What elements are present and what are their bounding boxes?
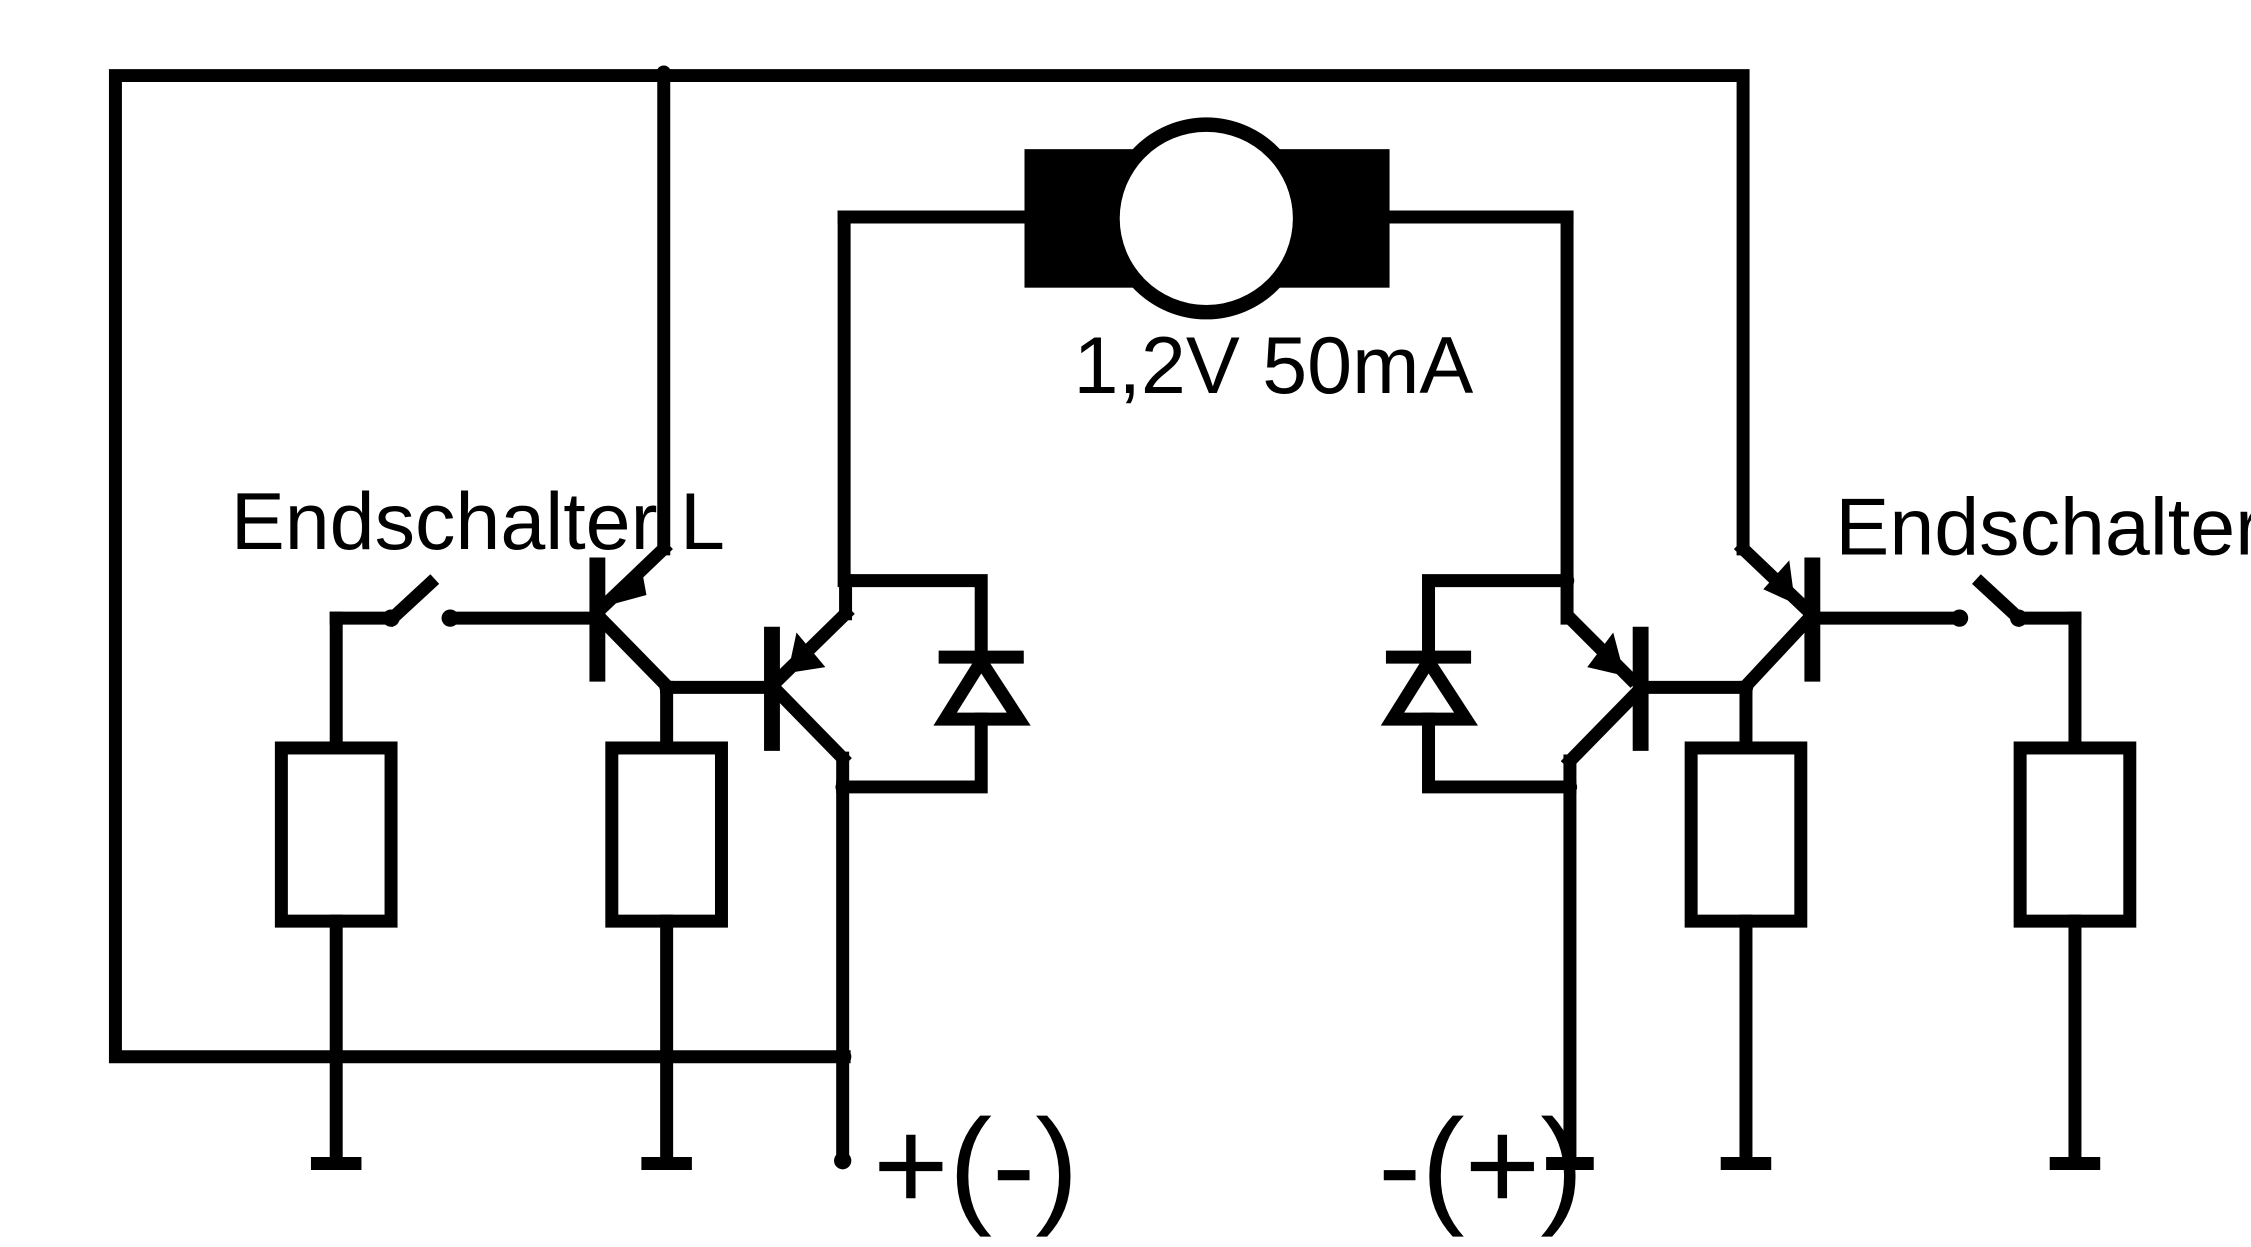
motor	[1024, 117, 1390, 320]
top-rail-wire	[657, 69, 1750, 556]
resistor-r4	[2013, 741, 2137, 928]
outer-loop-wire	[108, 69, 851, 1064]
switch-left-label: Endschalter L	[231, 477, 725, 567]
junction-outer-loop	[836, 1049, 852, 1064]
resistor-r2	[605, 741, 728, 928]
terminal-left	[834, 1152, 852, 1170]
terminal-right-label: -(+)	[1378, 1092, 1584, 1238]
transistor-q2-left	[660, 604, 855, 768]
transistor-q3-right	[1560, 574, 1753, 771]
resistor-r3	[1684, 741, 1808, 928]
diode-left	[836, 574, 1031, 794]
terminal-left-label: +(-)	[873, 1092, 1079, 1238]
switch-endschalter-l	[329, 574, 459, 755]
diode-right	[1380, 574, 1577, 794]
resistor-r1	[274, 741, 398, 928]
transistor-q1-left	[446, 69, 676, 696]
switch-right-label: Endschalter R	[1835, 483, 2251, 573]
switch-endschalter-r	[1950, 574, 2082, 755]
motor-label: 1,2V 50mA	[1074, 321, 1474, 411]
